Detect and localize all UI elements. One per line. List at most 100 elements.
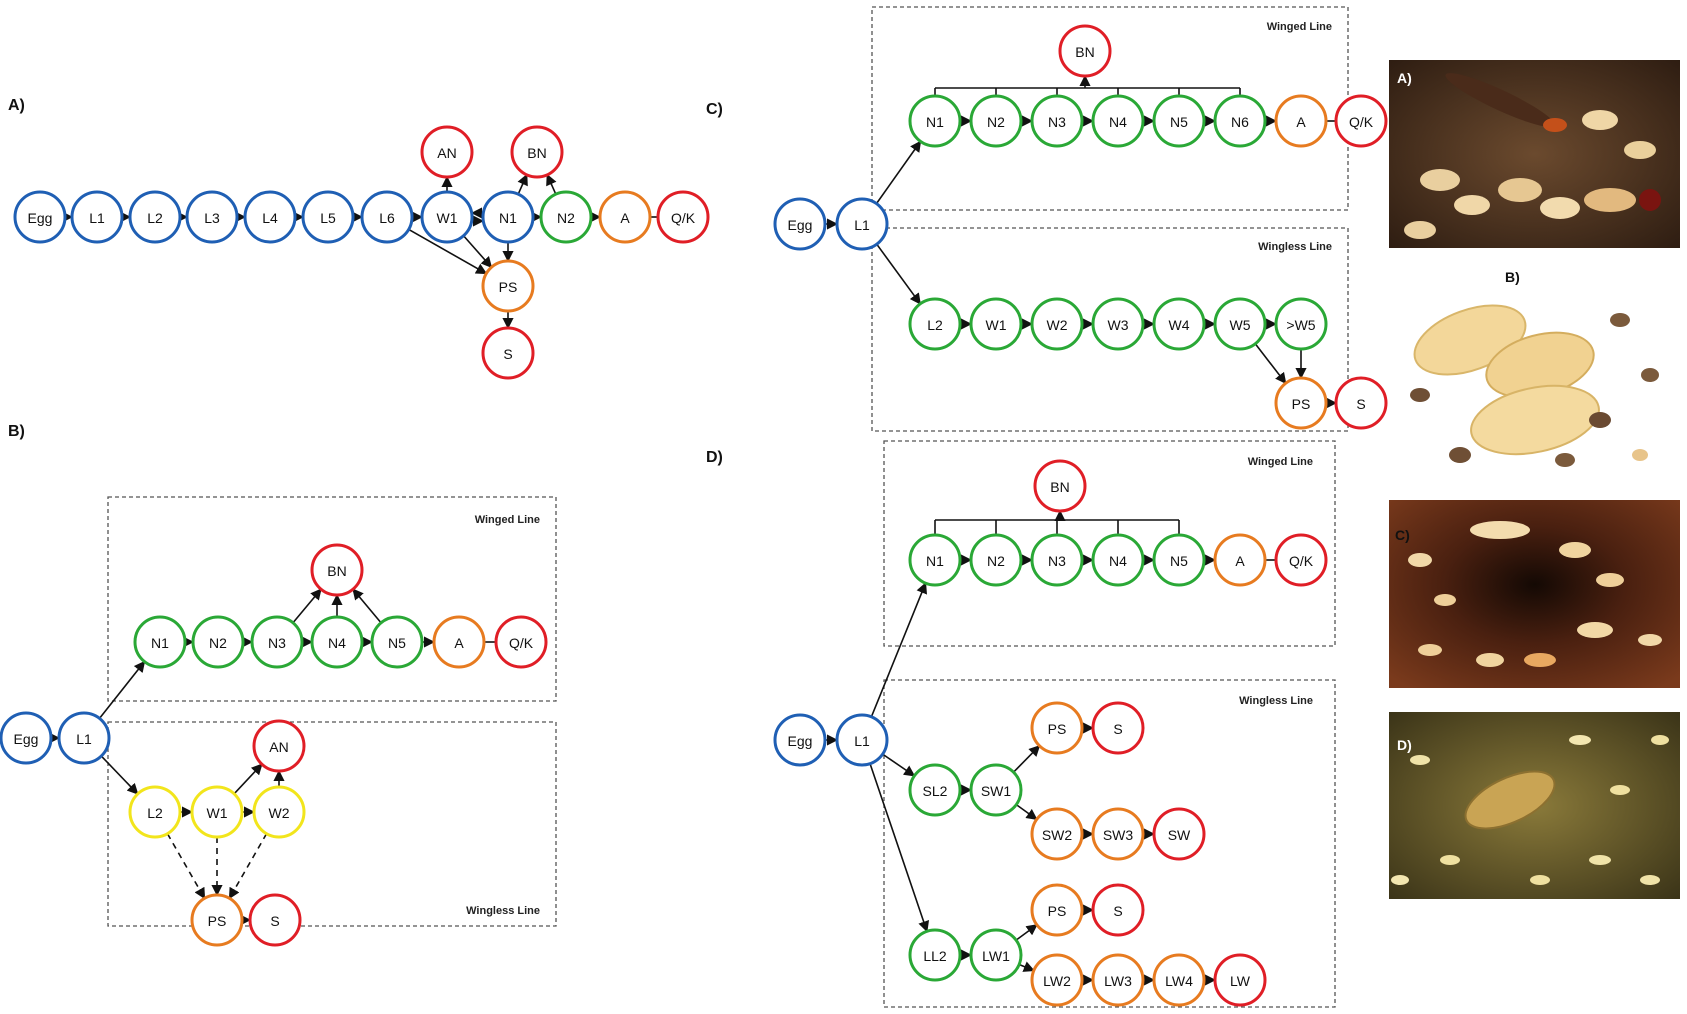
panel-d-edge-l1-to-ll2	[869, 763, 930, 933]
panel-c-node-ps: PS	[1274, 376, 1328, 430]
panel-c-node-l2-label: L2	[927, 317, 943, 333]
panel-d-winged-line-box	[883, 440, 1336, 647]
panel-b-node-egg: Egg	[0, 711, 53, 765]
panel-b-edges	[48, 588, 496, 926]
panel-b-node-n1-label: N1	[151, 635, 169, 651]
panel-b-node-l2-label: L2	[147, 805, 163, 821]
panel-c-edges	[825, 115, 1338, 409]
panel-a-node-l3-circle	[185, 190, 239, 244]
panel-c-wingless-line-label: Wingless Line	[1258, 241, 1332, 253]
panel-a-node-s: S	[481, 326, 535, 380]
panel-b-node-n2-label: N2	[209, 635, 227, 651]
panel-a-node-l2-circle	[128, 190, 182, 244]
panel-b-node-n1-circle	[133, 615, 187, 669]
panel-c-node-w2-label: W2	[1047, 317, 1068, 333]
panel-b-node-egg-label: Egg	[14, 731, 39, 747]
panel-d-node-egg: Egg	[773, 713, 827, 767]
panel-c-node-s: S	[1334, 376, 1388, 430]
panel-b-node-n4: N4	[310, 615, 364, 669]
panel-a-node-l1: L1	[70, 190, 124, 244]
panel-a-node-l4-label: L4	[262, 210, 278, 226]
panel-a-node-l6-label: L6	[379, 210, 395, 226]
panel-d-node-ps1: PS	[1030, 701, 1084, 755]
panel-b-node-w1: W1	[190, 785, 244, 839]
panel-c-edge-w5-to-ps	[1254, 343, 1287, 385]
panel-d-node-lw4-label: LW4	[1165, 973, 1193, 989]
panel-a-node-bn-circle	[510, 125, 564, 179]
panel-d-edge-lw1-to-ps2	[1015, 924, 1038, 941]
panel-d-node-sw1: SW1	[969, 763, 1023, 817]
panel-a-node-l5-label: L5	[320, 210, 336, 226]
panel-b-node-an: AN	[252, 719, 306, 773]
panel-c-node-ps-circle	[1274, 376, 1328, 430]
panel-d-node-lw1-label: LW1	[982, 948, 1010, 964]
panel-c-node-w3-circle	[1091, 297, 1145, 351]
panel-b-node-bn: BN	[310, 543, 364, 597]
panel-c-node-n3-circle	[1030, 94, 1084, 148]
panel-d-node-s2-label: S	[1113, 903, 1122, 919]
panel-a-node-n1-circle	[481, 190, 535, 244]
photo-c: C)	[1389, 500, 1680, 688]
panel-c-node-n5: N5	[1152, 94, 1206, 148]
panel-c-node-gw5: >W5	[1274, 297, 1328, 351]
panel-c-edge-l1-to-l2	[876, 243, 921, 305]
panel-d-node-n3: N3	[1030, 533, 1084, 587]
panel-d-node-n2: N2	[969, 533, 1023, 587]
panel-a-node-l1-label: L1	[89, 210, 105, 226]
panel-d-node-lw4: LW4	[1152, 953, 1206, 1007]
panel-a-node-an: AN	[420, 125, 474, 179]
panel-d-node-ps2: PS	[1030, 883, 1084, 937]
panel-a-node-n1: N1	[481, 190, 535, 244]
panel-a-node-l5: L5	[301, 190, 355, 244]
panel-c-node-w1-label: W1	[986, 317, 1007, 333]
panel-b-edge-l2-to-ps	[166, 833, 206, 900]
panel-a-edge-n2-to-bn	[546, 173, 557, 195]
panel-c-node-n2: N2	[969, 94, 1023, 148]
panel-d-node-sw-label: SW	[1168, 827, 1191, 843]
panel-c-node-s-circle	[1334, 376, 1388, 430]
panel-a-node-n1-label: N1	[499, 210, 517, 226]
panel-a-node-l4-circle	[243, 190, 297, 244]
panel-b-node-n2-circle	[191, 615, 245, 669]
panel-a-node-qk-label: Q/K	[671, 210, 696, 226]
panel-c-node-n6-circle	[1213, 94, 1267, 148]
panel-c-node-l1-circle	[835, 197, 889, 251]
panel-c-node-gw5-label: >W5	[1286, 317, 1315, 333]
panel-d-node-qk: Q/K	[1274, 533, 1328, 587]
panel-c-label: C)	[706, 101, 723, 118]
panel-d-node-sw: SW	[1152, 807, 1206, 861]
panel-a-node-w1-circle	[420, 190, 474, 244]
panel-d-label: D)	[706, 449, 723, 466]
panel-c-node-s-label: S	[1356, 396, 1365, 412]
panel-c-node-n3-label: N3	[1048, 114, 1066, 130]
panel-b-node-an-label: AN	[269, 739, 288, 755]
panel-c-node-n6-label: N6	[1231, 114, 1249, 130]
panel-d-node-ps1-circle	[1030, 701, 1084, 755]
panel-c-node-n4: N4	[1091, 94, 1145, 148]
panel-c-node-bn-label: BN	[1075, 44, 1094, 60]
panel-b-wingless-line-label: Wingless Line	[466, 905, 540, 917]
panel-b-label: B)	[8, 423, 25, 440]
panel-d-node-n1-label: N1	[926, 553, 944, 569]
panel-d-node-bn-label: BN	[1050, 479, 1069, 495]
panel-d-node-sw1-circle	[969, 763, 1023, 817]
panel-a-node-s-circle	[481, 326, 535, 380]
panel-a-node-l3-label: L3	[204, 210, 220, 226]
photo-d-termites	[1391, 735, 1669, 885]
panel-b-node-bn-label: BN	[327, 563, 346, 579]
panel-d-node-ps2-circle	[1030, 883, 1084, 937]
panel-a-node-l2-label: L2	[147, 210, 163, 226]
panel-d-node-n2-label: N2	[987, 553, 1005, 569]
panel-b-node-w2-circle	[252, 785, 306, 839]
panel-a-node-ps: PS	[481, 259, 535, 313]
panel-d-winged-line-label: Winged Line	[1248, 456, 1313, 468]
panel-b-edge-n5-to-bn	[352, 588, 382, 624]
panel-d-node-lw3: LW3	[1091, 953, 1145, 1007]
panel-a-node-n2-label: N2	[557, 210, 575, 226]
panel-a-node-egg: Egg	[13, 190, 67, 244]
panel-c-node-gw5-circle	[1274, 297, 1328, 351]
photo-b-label: B)	[1505, 269, 1520, 285]
